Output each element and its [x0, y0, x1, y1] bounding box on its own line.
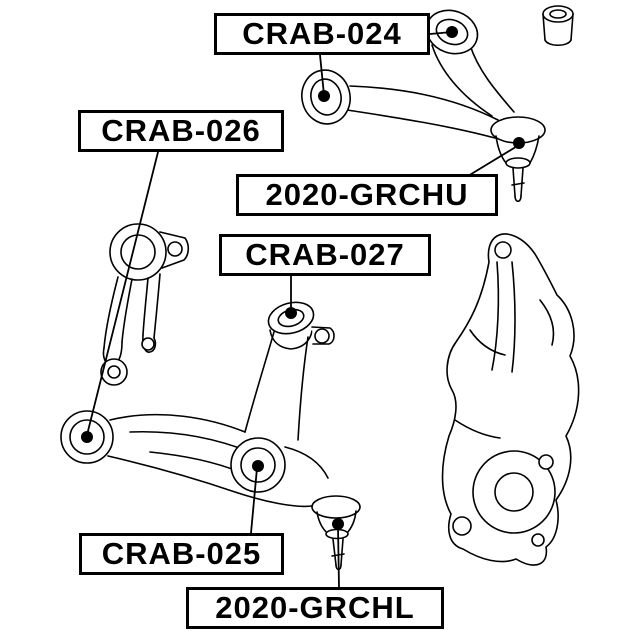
part-label-crab-024: CRAB-024 — [214, 13, 430, 55]
part-label-crab-027: CRAB-027 — [219, 234, 431, 276]
bushing-sleeve-part — [542, 5, 574, 47]
part-label-crab-026: CRAB-026 — [78, 110, 284, 152]
callout-dots — [81, 26, 525, 530]
upper-ball-joint — [490, 116, 546, 203]
part-label-2020-grchl: 2020-GRCHL — [186, 587, 444, 629]
lower-ball-joint — [311, 495, 361, 571]
lower-arm-vertical-bushing — [267, 301, 335, 350]
steering-knuckle — [441, 233, 580, 566]
part-label-2020-grchu: 2020-GRCHU — [236, 174, 498, 216]
leader-lines — [81, 26, 525, 588]
mounting-bracket — [100, 223, 190, 386]
part-label-crab-025: CRAB-025 — [79, 533, 284, 575]
